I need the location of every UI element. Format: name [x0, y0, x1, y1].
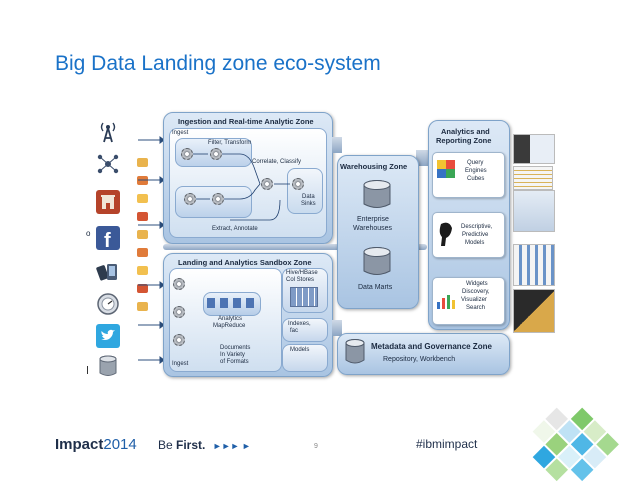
widgets-label-2: Discovery, — [462, 289, 490, 295]
data-sinks-label-2: Sinks — [301, 201, 316, 207]
page-number: 9 — [314, 443, 318, 450]
analytics-zone-title-2: Reporting Zone — [436, 136, 492, 145]
small-o-mark: o — [86, 229, 91, 238]
ingestion-to-warehouse-connector — [332, 137, 342, 153]
thumbnail-chart-1 — [513, 244, 555, 286]
ingestion-zone-title: Ingestion and Real-time Analytic Zone — [178, 117, 314, 126]
zone-divider-bar — [163, 244, 427, 250]
sandbox-to-warehouse-connector — [332, 320, 342, 336]
predictive-icon — [439, 222, 452, 246]
widgets-label-4: Search — [466, 305, 486, 311]
widgets-label-1: Widgets — [466, 281, 488, 287]
indexes-label-2: fac — [290, 328, 299, 334]
sinks-gear — [292, 178, 304, 190]
be-text: Be — [158, 438, 177, 452]
widgets-card — [432, 277, 505, 325]
models-panel — [282, 344, 328, 372]
query-label-3: Cubes — [467, 176, 485, 182]
decorative-squares — [532, 407, 619, 482]
descriptive-label-3: Models — [465, 240, 485, 246]
impact-logo: Impact2014 — [55, 436, 137, 453]
meter-icon — [96, 292, 120, 316]
enterprise-label-1: Enterprise — [357, 216, 389, 223]
hive-grid-icon — [290, 287, 318, 307]
data-marts-cylinder — [363, 247, 391, 275]
descriptive-label-2: Predictive — [462, 232, 489, 238]
documents-label-2: In Variety — [220, 352, 245, 358]
thumbnail-report-2 — [513, 190, 555, 232]
network-icon — [96, 152, 120, 176]
documents-label-3: of Formats — [220, 359, 249, 365]
sandbox-gear-2 — [173, 306, 185, 318]
page-title: Big Data Landing zone eco-system — [55, 52, 381, 75]
sandbox-gear-3 — [173, 334, 185, 346]
analytics-label-1: Analytics — [218, 316, 243, 322]
ingest-label: Ingest — [172, 130, 189, 136]
data-sinks-label-1: Data — [302, 194, 315, 200]
be-first-slogan: Be First. ►►► ► — [158, 438, 251, 452]
twitter-icon — [96, 324, 120, 348]
first-text: First. — [176, 438, 206, 452]
hive-label-1: Hive/HBase — [286, 270, 318, 276]
query-label-2: Engines — [465, 168, 487, 174]
filter-label: Filter, Transform — [208, 140, 252, 146]
widgets-label-3: Visualizer — [461, 297, 487, 303]
sandbox-inner-panel — [169, 268, 282, 372]
metadata-zone-subtitle: Repository, Workbench — [383, 356, 456, 363]
extract-gear-1 — [184, 193, 196, 205]
metadata-zone-title: Metadata and Governance Zone — [371, 342, 492, 351]
thumbnail-chart-2 — [513, 289, 555, 333]
database-icon — [96, 354, 120, 378]
extract-gear-2 — [212, 193, 224, 205]
query-label-1: Query — [467, 160, 484, 166]
enterprise-label-2: Warehouses — [353, 225, 393, 232]
models-label: Models — [290, 347, 310, 353]
warehouse-to-analytics-connector — [416, 150, 428, 166]
enterprise-warehouse-cylinder — [363, 180, 391, 208]
thumbnail-report-1 — [513, 166, 553, 190]
analytics-label-2: MapReduce — [213, 323, 246, 329]
thumbnail-dashboard-1 — [513, 134, 555, 164]
mobile-devices-icon — [96, 260, 120, 284]
sandbox-ingest-label: Ingest — [172, 361, 189, 367]
sandbox-gear-1 — [173, 278, 185, 290]
correlate-gear-1 — [261, 178, 273, 190]
sandbox-zone-title: Landing and Analytics Sandbox Zone — [178, 258, 312, 267]
left-marker-line — [87, 366, 88, 374]
descriptive-label-1: Descriptive, — [461, 224, 493, 230]
mapreduce-blocks — [207, 298, 255, 308]
data-sinks-panel — [287, 168, 323, 214]
building-icon — [96, 190, 120, 214]
warehousing-zone-title: Warehousing Zone — [340, 162, 408, 171]
impact-year: 2014 — [103, 436, 137, 453]
hashtag: #ibmimpact — [416, 437, 478, 451]
cube-icon — [437, 160, 455, 178]
facebook-icon: f — [96, 226, 120, 252]
ingestion-flow-lines — [193, 153, 290, 221]
hive-label-2: Col Stores — [286, 277, 315, 283]
radio-tower-icon — [96, 120, 120, 144]
slogan-arrows: ►►► ► — [212, 441, 251, 451]
widget-chart-icon — [437, 295, 455, 309]
impact-text: Impact — [55, 436, 104, 453]
indexes-panel — [282, 318, 328, 342]
correlate-label: Correlate, Classify — [252, 159, 302, 165]
filter-gear-1 — [181, 148, 193, 160]
metadata-zone — [337, 333, 510, 375]
svg-text:f: f — [104, 230, 111, 250]
metadata-cylinder-icon — [345, 339, 365, 364]
filter-gear-2 — [210, 148, 222, 160]
data-marts-label: Data Marts — [358, 284, 393, 291]
indexes-label-1: Indexes, — [288, 321, 311, 327]
analytics-zone-title-1: Analytics and — [441, 127, 490, 136]
documents-label-1: Documents — [220, 345, 251, 351]
extract-label: Extract, Annotate — [212, 226, 258, 232]
source-arrows — [138, 136, 164, 364]
